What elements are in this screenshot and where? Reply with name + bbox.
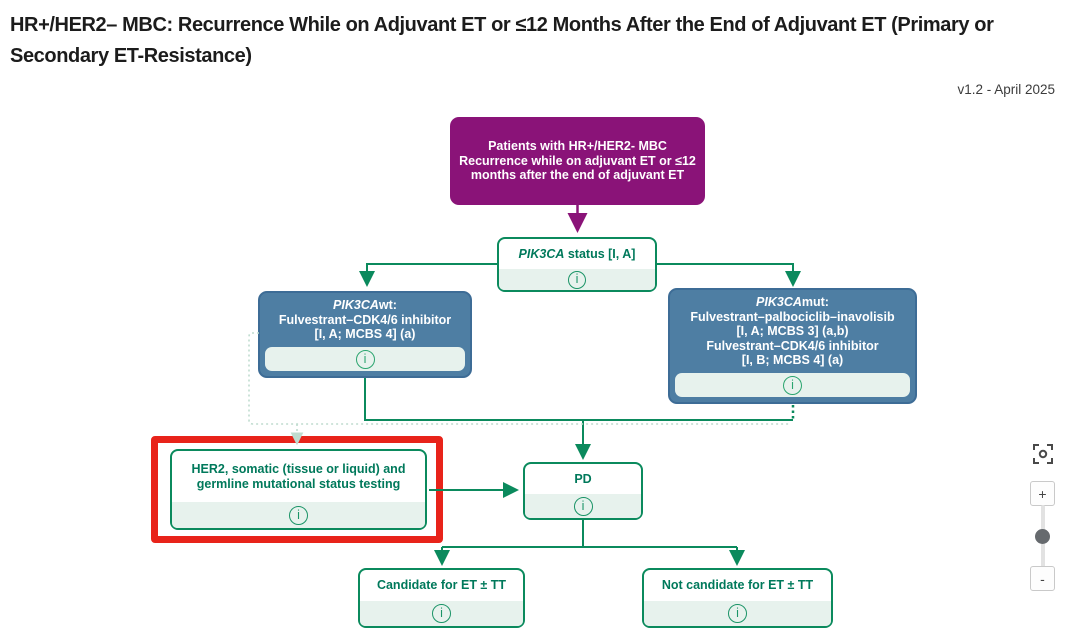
node-pik3ca-status[interactable]: PIK3CA status [I, A] i bbox=[497, 237, 657, 292]
info-icon[interactable]: i bbox=[573, 496, 593, 516]
gene-name-italic: PIK3CA bbox=[518, 246, 565, 261]
node-not-candidate-et-footer: i bbox=[644, 601, 831, 626]
node-pik3ca-wt[interactable]: PIK3CAwt: Fulvestrant–CDK4/6 inhibitor [… bbox=[258, 291, 472, 378]
node-pik3ca-wt-line3: [I, A; MCBS 4] (a) bbox=[314, 327, 416, 342]
node-pik3ca-mut-line4: Fulvestrant–CDK4/6 inhibitor bbox=[706, 338, 879, 353]
node-her2-testing[interactable]: HER2, somatic (tissue or liquid) and ger… bbox=[170, 449, 427, 530]
node-candidate-et-footer: i bbox=[360, 601, 523, 626]
info-icon[interactable]: i bbox=[432, 604, 451, 623]
gene-name-italic: PIK3CA bbox=[756, 295, 802, 310]
node-pik3ca-wt-text: PIK3CAwt: Fulvestrant–CDK4/6 inhibitor [… bbox=[260, 293, 470, 347]
focus-reset-icon bbox=[1033, 444, 1053, 464]
node-pik3ca-status-text: PIK3CA status [I, A] bbox=[499, 239, 655, 269]
node-patients-line2: Recurrence while on adjuvant ET or ≤12 m… bbox=[459, 153, 696, 183]
node-pik3ca-mut-line5: [I, B; MCBS 4] (a) bbox=[741, 353, 844, 368]
node-pik3ca-wt-footer: i bbox=[265, 347, 465, 371]
info-icon[interactable]: i bbox=[355, 349, 375, 369]
node-pik3ca-mut-suffix: mut: bbox=[801, 295, 829, 310]
info-icon[interactable]: i bbox=[289, 505, 308, 525]
reset-view-button[interactable] bbox=[1031, 442, 1055, 466]
zoom-slider-handle[interactable] bbox=[1035, 529, 1050, 544]
node-pik3ca-mut[interactable]: PIK3CAmut: Fulvestrant–palbociclib–inavo… bbox=[668, 288, 917, 404]
node-patients-line1: Patients with HR+/HER2- MBC bbox=[488, 139, 667, 154]
node-not-candidate-et[interactable]: Not candidate for ET ± TT i bbox=[642, 568, 833, 628]
node-patients[interactable]: Patients with HR+/HER2- MBC Recurrence w… bbox=[450, 117, 705, 205]
node-pik3ca-wt-line2: Fulvestrant–CDK4/6 inhibitor bbox=[278, 312, 452, 327]
info-icon[interactable]: i bbox=[783, 375, 802, 395]
highlight-box bbox=[151, 436, 443, 543]
node-pd[interactable]: PD i bbox=[523, 462, 643, 520]
node-pik3ca-wt-suffix: wt: bbox=[378, 298, 397, 313]
zoom-out-button[interactable]: - bbox=[1030, 566, 1055, 591]
node-patients-text: Patients with HR+/HER2- MBC Recurrence w… bbox=[450, 117, 705, 205]
node-pik3ca-mut-text: PIK3CAmut: Fulvestrant–palbociclib–inavo… bbox=[670, 290, 915, 373]
node-candidate-et-text: Candidate for ET ± TT bbox=[376, 578, 507, 593]
node-pik3ca-status-footer: i bbox=[499, 269, 655, 290]
node-pik3ca-mut-line2: Fulvestrant–palbociclib–inavolisib bbox=[690, 309, 895, 324]
page-title: HR+/HER2– MBC: Recurrence While on Adjuv… bbox=[10, 14, 994, 67]
node-not-candidate-et-text: Not candidate for ET ± TT bbox=[661, 578, 814, 593]
version-label: v1.2 - April 2025 bbox=[957, 82, 1055, 97]
info-icon[interactable]: i bbox=[568, 270, 586, 289]
node-pik3ca-status-rest: status [I, A] bbox=[564, 246, 636, 261]
connector-status-to-mut bbox=[657, 263, 801, 287]
gene-name-italic: PIK3CA bbox=[333, 298, 379, 313]
node-pik3ca-mut-line3: [I, A; MCBS 3] (a,b) bbox=[736, 324, 849, 339]
info-icon[interactable]: i bbox=[728, 604, 747, 623]
node-candidate-et[interactable]: Candidate for ET ± TT i bbox=[358, 568, 525, 628]
zoom-in-button[interactable]: + bbox=[1030, 481, 1055, 506]
node-her2-testing-footer: i bbox=[172, 502, 425, 528]
node-pd-text: PD bbox=[574, 471, 592, 486]
node-pik3ca-mut-footer: i bbox=[675, 373, 910, 397]
connector-status-to-wt bbox=[359, 263, 497, 287]
node-her2-testing-text: HER2, somatic (tissue or liquid) and ger… bbox=[191, 462, 406, 491]
node-pd-footer: i bbox=[525, 494, 641, 518]
